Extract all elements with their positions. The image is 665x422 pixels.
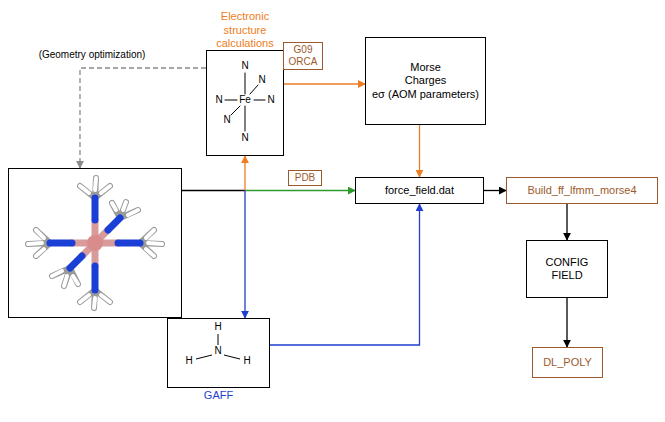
box-heading: Electronic structure calculations xyxy=(209,10,281,50)
atom-label: N xyxy=(223,115,230,125)
atom-label: H xyxy=(243,356,250,366)
box-text: eσ (AOM parameters) xyxy=(372,88,479,101)
bond xyxy=(224,355,240,359)
connector xyxy=(566,204,567,240)
connector xyxy=(80,68,206,168)
box-text: Morse xyxy=(410,61,441,74)
atom-label: Fe xyxy=(239,95,251,105)
fe-n-bond xyxy=(50,198,140,290)
bond xyxy=(254,100,265,101)
connector xyxy=(182,190,245,191)
bond xyxy=(225,100,237,101)
file-box: CONFIGFIELD xyxy=(526,240,608,298)
parameter-box: MorseChargeseσ (AOM parameters) xyxy=(365,37,486,125)
fe-atom xyxy=(87,235,103,251)
bond xyxy=(196,355,212,359)
h-bond xyxy=(28,178,162,308)
connector xyxy=(245,190,355,191)
edge-note: (Geometry optimization) xyxy=(32,49,152,61)
connector xyxy=(244,156,245,191)
bond xyxy=(218,334,219,345)
file-box: force_field.dat xyxy=(355,177,484,204)
box-heading: GAFF xyxy=(179,389,259,402)
connector xyxy=(566,298,567,347)
connector xyxy=(419,125,420,177)
bond xyxy=(231,106,240,115)
box-text: Build_ff_lfmm_morse4 xyxy=(527,184,636,197)
connector xyxy=(284,83,365,84)
atom-label: N xyxy=(267,95,274,105)
atom-label: N xyxy=(241,61,248,71)
box-text: FIELD xyxy=(551,269,582,282)
atom-label: N xyxy=(215,95,222,105)
h-bond-outline xyxy=(28,178,162,308)
fe-complex-bonds xyxy=(225,73,265,131)
atom-label: N xyxy=(241,133,248,143)
program-box: DL_POLY xyxy=(532,347,603,378)
atom-label: H xyxy=(185,356,192,366)
format-tag: PDB xyxy=(288,170,322,186)
connector xyxy=(484,190,506,191)
bond xyxy=(245,73,246,94)
atom-label: N xyxy=(214,346,221,356)
molecule-box xyxy=(8,168,182,318)
molecule-picture xyxy=(28,178,162,308)
connector xyxy=(244,191,245,319)
atom-label: N xyxy=(258,75,265,85)
ammonia-bonds xyxy=(196,334,240,359)
box-text: force_field.dat xyxy=(385,184,454,197)
bond xyxy=(245,106,246,131)
box-text: Charges xyxy=(405,74,447,87)
bond xyxy=(250,85,258,94)
atom-label: H xyxy=(214,322,221,332)
tool-tag: G09 ORCA xyxy=(283,42,323,70)
box-text: CONFIG xyxy=(546,256,589,269)
box-text: DL_POLY xyxy=(543,356,592,369)
program-box: Build_ff_lfmm_morse4 xyxy=(506,177,658,204)
connector xyxy=(270,204,420,345)
